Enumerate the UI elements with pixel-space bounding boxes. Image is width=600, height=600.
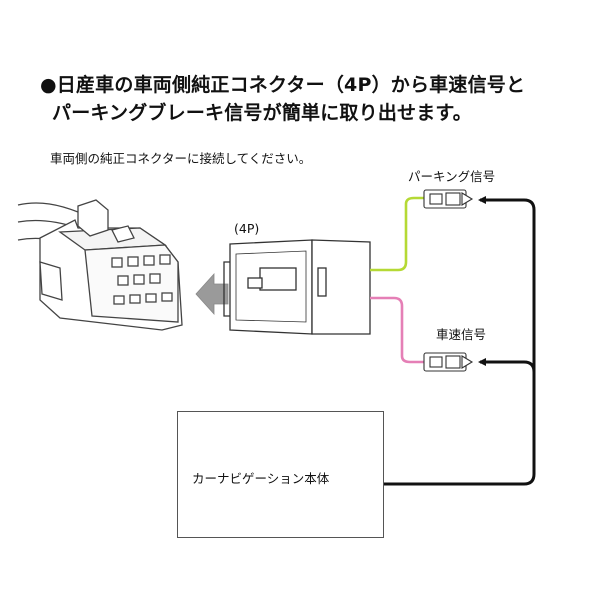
speed-signal-terminal — [423, 352, 474, 372]
parking-signal-terminal — [423, 189, 474, 209]
adapter-connector-4p — [223, 239, 371, 335]
headline-line-2: パーキングブレーキ信号が簡単に取り出せます。 — [52, 102, 472, 124]
parking-signal-wire — [370, 196, 426, 272]
connector-4p-label: (4P) — [234, 221, 260, 236]
insert-direction-arrow — [195, 272, 229, 316]
nav-unit-box: カーナビゲーション本体 — [177, 411, 384, 538]
speed-signal-wire — [370, 296, 426, 364]
parking-signal-label: パーキング信号 — [408, 169, 496, 184]
nav-signal-cable — [384, 196, 536, 486]
speed-signal-label: 車速信号 — [436, 327, 487, 342]
nav-unit-label: カーナビゲーション本体 — [192, 471, 330, 486]
nav-signal-cable-branch — [478, 358, 536, 376]
headline-line-1: ●日産車の車両側純正コネクター（4P）から車速信号と — [40, 74, 526, 96]
connection-note: 車両側の純正コネクターに接続してください。 — [50, 151, 312, 166]
vehicle-connector — [17, 199, 183, 331]
